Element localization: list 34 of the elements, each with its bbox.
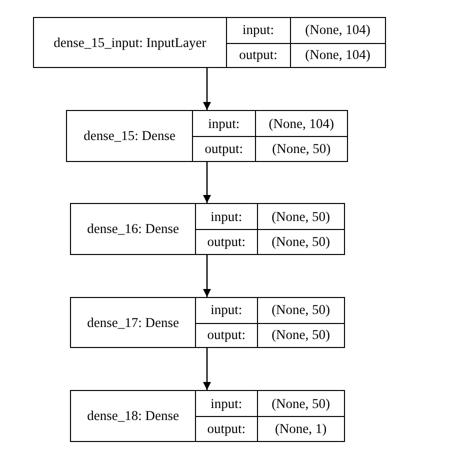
shape-value: (None, 104) [305, 47, 370, 64]
port-label: input: [210, 396, 242, 412]
layer-name: dense_16: Dense [87, 221, 179, 237]
shape-value: (None, 50) [272, 396, 330, 412]
port-label: output: [207, 421, 246, 437]
layer-box [66, 110, 348, 162]
layer-box [33, 17, 386, 68]
layer-name: dense_15_input: InputLayer [54, 34, 206, 50]
layer-box [70, 203, 345, 255]
shape-value: (None, 104) [268, 116, 334, 132]
layer-name: dense_17: Dense [87, 314, 179, 330]
shape-value: (None, 50) [272, 208, 330, 224]
port-label: output: [207, 327, 246, 344]
layer-name: dense_15: Dense [84, 128, 176, 144]
shape-value: (None, 50) [272, 234, 330, 250]
arrow [203, 255, 211, 297]
port-label: input: [208, 116, 240, 132]
port-label: output: [239, 47, 278, 64]
port-label: input: [210, 208, 242, 224]
shape-value: (None, 50) [272, 141, 331, 157]
layer-box [70, 390, 345, 442]
arrow [203, 348, 211, 390]
layer-name: dense_18: Dense [87, 408, 179, 424]
port-label: input: [242, 22, 274, 38]
arrow [203, 68, 211, 110]
port-label: output: [204, 141, 243, 157]
shape-value: (None, 50) [272, 302, 330, 318]
shape-value: (None, 1) [274, 421, 327, 437]
port-label: input: [210, 302, 242, 318]
arrow [203, 162, 211, 203]
layer-box [70, 297, 345, 348]
shape-value: (None, 104) [305, 22, 370, 38]
port-label: output: [207, 234, 246, 250]
shape-value: (None, 50) [272, 327, 330, 344]
